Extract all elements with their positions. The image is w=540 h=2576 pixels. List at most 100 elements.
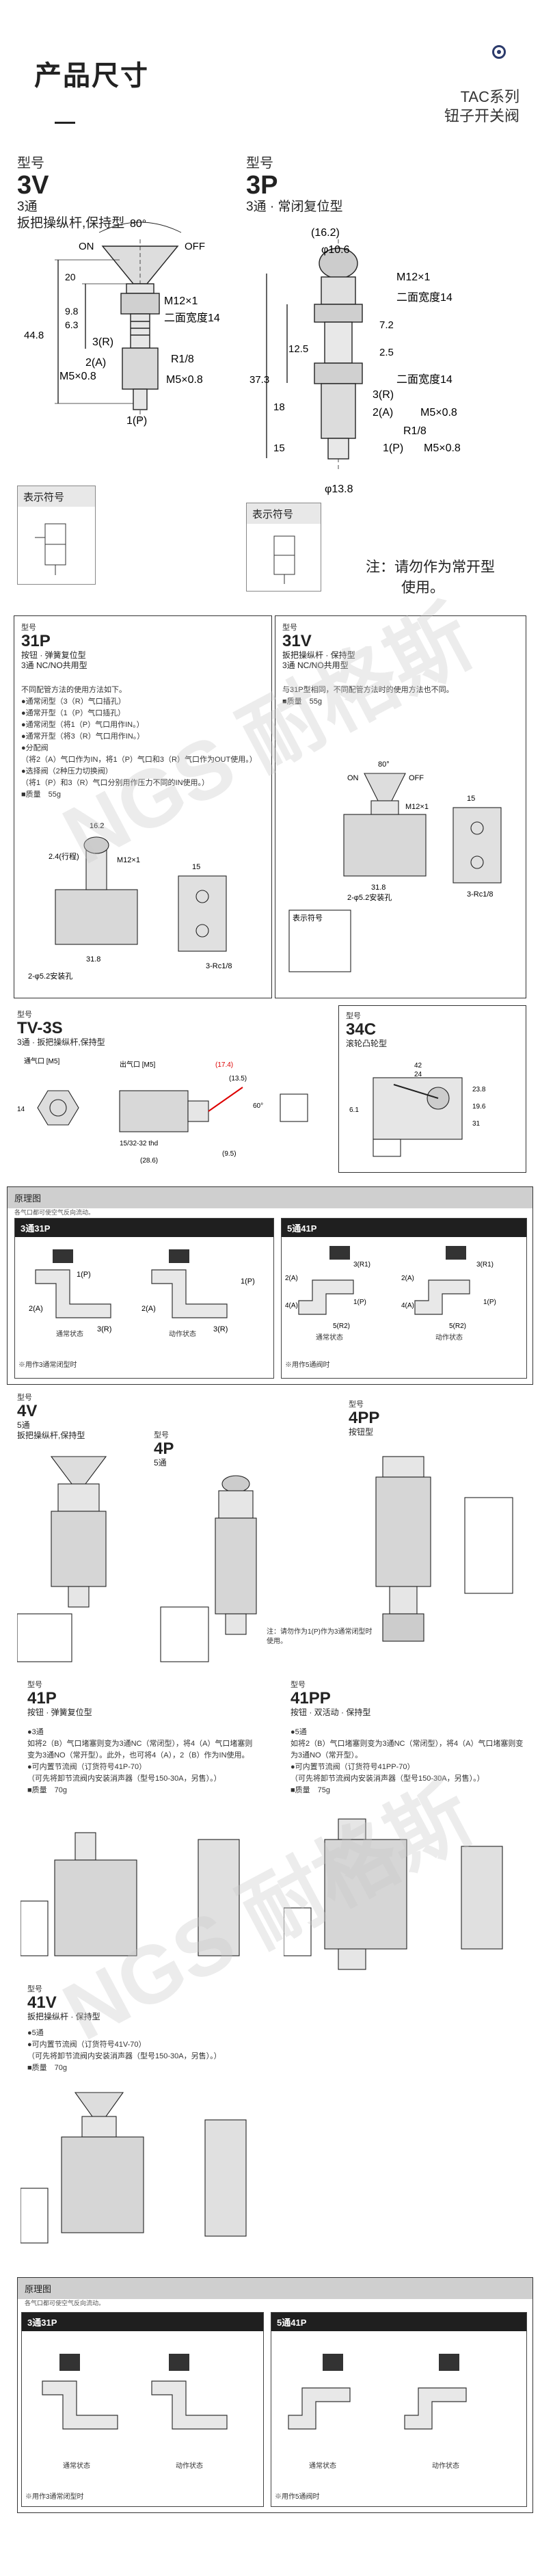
flow-diagram-5way <box>288 2354 467 2430</box>
model-desc: 5通 <box>154 1458 167 1468</box>
dim-318: 31.8 <box>86 955 100 964</box>
flow-diagram-5way: 3(R1) 2(A) 1(P) 4(A) 5(R2) 3(R1) 2(A) 1(… <box>285 1246 496 1330</box>
port-label: 5(R2) <box>449 1323 466 1330</box>
brand-logo-icon <box>492 45 506 59</box>
drawing-3p: (16.2) φ10.6 M12×1 二面宽度14 12.5 7.2 2.5 二… <box>249 227 461 495</box>
model-label: 型号 <box>17 1394 32 1402</box>
model-desc: 按钮 · 弹簧复位型 <box>21 650 86 660</box>
spec-line: ●通常开型（将3（R）气口用作IN。） <box>21 732 145 741</box>
model-41p-heading: 型号 41P 按钮 · 弹簧复位型 <box>27 1679 92 1718</box>
panel-31p: 型号 31P 按钮 · 弹簧复位型 3通 NC/NO共用型 不同配管方法的使用方… <box>14 615 272 998</box>
model-tv3s-heading: 型号 TV-3S 3通 · 扳把操纵杆,保持型 <box>17 1009 105 1048</box>
dim-24: 2.4(行程) <box>49 852 79 861</box>
symbol-title: 表示符号 <box>293 913 323 922</box>
dim-m12: M12×1 <box>405 803 429 811</box>
dim-448: 44.8 <box>24 330 44 341</box>
dim-on: ON <box>79 241 94 252</box>
port-label: 5(R2) <box>333 1323 350 1330</box>
drawing-4v <box>17 1456 107 1662</box>
port-label: 1(P) <box>353 1299 366 1306</box>
model-41pp-heading: 型号 41PP 按钮 · 双活动 · 保持型 <box>291 1679 370 1718</box>
state-label: 动作状态 <box>432 2462 459 2470</box>
port-label: 4(A) <box>401 1302 414 1310</box>
model-label: 型号 <box>291 1681 306 1689</box>
spec-line: ●可内置节流阀（订货符号41PP-70） <box>291 1763 415 1771</box>
dim-15: 15 <box>467 795 475 803</box>
port-label: 2(A) <box>29 1305 43 1313</box>
principle-bar: 5通41P <box>282 1219 526 1237</box>
dim-off: OFF <box>409 774 424 782</box>
model-41v-heading: 型号 41V 扳把操纵杆 · 保持型 <box>27 1983 100 2022</box>
spec-line: （可先将卸节流阀内安装消声器（型号150-30A，另售）。） <box>27 2052 221 2060</box>
dim-r18: R1/8 <box>403 425 427 437</box>
state-label: 动作状态 <box>176 2462 203 2470</box>
dim-thread: M12×1 <box>164 295 198 307</box>
model-code: 41P <box>27 1689 57 1708</box>
note-3p: 注：请勿作为常开型 使用。 <box>366 557 495 598</box>
dim-angle: 80° <box>378 760 390 769</box>
spec-line: ●可内置节流阀（订货符号41V-70） <box>27 2041 146 2049</box>
model-desc: 3通 NC/NO共用型 <box>21 661 87 670</box>
port-label: 1(P) <box>77 1271 91 1279</box>
dim-m5b: M5×0.8 <box>166 374 203 386</box>
dim-angle: 80° <box>130 219 146 230</box>
principle-bar: 3通31P <box>15 1219 273 1237</box>
note-4p: 注：请勿作为1(P)作为3通常闭型时使用。 <box>267 1628 373 1645</box>
section-subtitle: 各气口都可使空气反向流动。 <box>14 1209 95 1216</box>
dim-98: 9.8 <box>65 306 79 317</box>
drawing-41v <box>21 2092 247 2244</box>
dim-135: (13.5) <box>229 1075 247 1083</box>
weight: ■质量 55g <box>21 791 61 799</box>
model-code: 31P <box>21 632 51 650</box>
dim-holes: 2-φ5.2安装孔 <box>28 971 72 981</box>
model-label: 型号 <box>21 624 36 632</box>
port-3r: 3(R) <box>92 336 113 348</box>
section-title: 原理图 <box>8 1187 532 1208</box>
spec-list-31v: 与31P型相同，不同配管方法时的使用方法也不同。 ■质量 55g <box>282 685 518 708</box>
model-code: 4V <box>17 1402 38 1420</box>
dim-373: 37.3 <box>249 374 269 386</box>
dim-holes: 2-φ5.2安装孔 <box>347 892 392 902</box>
state-label: 通常状态 <box>316 1334 343 1342</box>
section-subtitle: 各气口都可使空气反向流动。 <box>25 2300 105 2307</box>
dim-286: (28.6) <box>140 1157 158 1165</box>
model-code: 4P <box>154 1439 174 1458</box>
model-desc: 3通 NC/NO共用型 <box>282 661 349 670</box>
dim-port: 3-Rc1/8 <box>206 962 232 970</box>
dim-port: 通气口 [M5] <box>24 1057 59 1065</box>
symbol-title: 表示符号 <box>18 486 95 507</box>
state-label: 动作状态 <box>169 1331 196 1338</box>
model-desc: 3通 · 扳把操纵杆,保持型 <box>17 1037 105 1047</box>
spec-line: ●可内置节流阀（订货符号41P-70） <box>27 1763 147 1771</box>
drawing-tv3s: 通气口 [M5] 出气口 [M5] (17.4) (13.5) 14 15/32… <box>17 1057 308 1165</box>
dim-r18: R1/8 <box>171 354 194 365</box>
spec-line: 与31P型相同，不同配管方法时的使用方法也不同。 <box>282 686 454 694</box>
model-desc: 扳把操纵杆,保持型 <box>17 216 125 230</box>
model-code: 41V <box>27 1993 57 2012</box>
spec-list-41pp: ●5通 如将2（B）气口堵塞则变为3通NC（常闭型），将4（A）气口堵塞则变为3… <box>291 1727 530 1796</box>
model-desc: 3通 · 常闭复位型 <box>246 200 343 214</box>
dim-138: φ13.8 <box>325 483 353 495</box>
port-label: 3(R1) <box>353 1261 370 1269</box>
footnote: ※用作3通常闭型时 <box>25 2493 84 2501</box>
spec-line: （可先将卸节流阀内安装消声器（型号150-30A，另售）。） <box>27 1775 221 1783</box>
panel-34c: 型号 34C 滚轮凸轮型 42 24 23.8 19.6 31 6.1 <box>338 1005 526 1173</box>
drawing-3v: 80° ON OFF M12×1 二面宽度14 3(R) R1/8 2(A) M… <box>24 219 220 427</box>
principle-section-2: 原理图 各气口都可使空气反向流动。 3通31P 通常状态 动作状态 ※用作3通常… <box>17 2277 533 2513</box>
model-label: 型号 <box>27 1681 42 1689</box>
dim-flat: 二面宽度14 <box>396 291 453 304</box>
series-desc: 钮子开关阀 <box>444 107 519 124</box>
state-label: 通常状态 <box>56 1331 83 1338</box>
dim-14: 14 <box>17 1106 25 1113</box>
valve-symbol-icon <box>273 535 295 584</box>
model-4v-heading: 型号 4V 5通 扳把操纵杆,保持型 <box>17 1392 85 1441</box>
port-label: 4(A) <box>285 1302 298 1310</box>
spec-line: ●选择阀（2种压力切换阀） <box>21 767 113 775</box>
weight: ■质量 70g <box>27 1786 67 1794</box>
flow-diagram-3way: 1(P) 2(A) 3(R) 1(P) 2(A) 3(R) <box>29 1249 255 1333</box>
principle-3way-box: 3通31P 1(P) 2(A) 3(R) 1(P) 2(A) 3(R) 通常状态… <box>14 1218 274 1379</box>
dim-42: 42 <box>414 1062 422 1070</box>
model-desc: 滚轮凸轮型 <box>346 1039 388 1048</box>
weight: ■质量 55g <box>282 698 322 706</box>
dim-63: 6.3 <box>65 319 79 330</box>
